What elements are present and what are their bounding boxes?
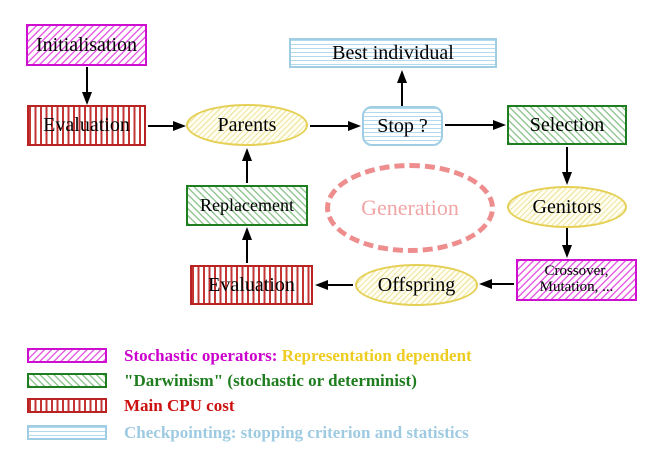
legend-label-stochastic-operators: Stochastic operators: Representation dep… — [124, 346, 472, 366]
arrow-replacement-to-parents-line — [246, 158, 248, 183]
node-genitors: Genitors — [507, 186, 627, 228]
legend-swatch-stochastic-operators — [27, 348, 107, 363]
node-replacement: Replacement — [186, 185, 308, 226]
node-mutation-label: Mutation, ... — [539, 279, 614, 295]
arrow-crossover-to-offspring-head — [479, 279, 492, 289]
arrow-evaluation-to-replacement-head — [242, 227, 252, 240]
node-replacement-label: Replacement — [200, 195, 294, 216]
legend-label-representation-dependent-text: Representation dependent — [281, 346, 472, 365]
arrow-parents-to-stop-head — [348, 121, 361, 131]
arrow-selection-to-genitors-line — [566, 147, 568, 175]
node-stop-label: Stop ? — [377, 114, 428, 137]
arrow-evaluation-to-replacement-line — [246, 237, 248, 263]
node-evaluation-bottom: Evaluation — [190, 265, 313, 305]
node-selection-label: Selection — [529, 113, 605, 136]
arrow-genitors-to-crossover-head — [562, 245, 572, 258]
node-parents: Parents — [186, 104, 308, 146]
arrow-init-to-evaluation-line — [86, 67, 88, 95]
node-initialisation-label: Initialisation — [35, 33, 138, 56]
legend-label-checkpointing: Checkpointing: stopping criterion and st… — [124, 423, 469, 442]
arrow-replacement-to-parents-head — [242, 148, 252, 161]
legend-label-stochastic-operators-text: Stochastic operators: — [124, 346, 278, 365]
legend-swatch-main-cpu-cost — [27, 398, 107, 413]
legend-swatch-checkpointing — [27, 425, 107, 440]
legend-swatch-darwinism — [27, 373, 107, 388]
node-selection: Selection — [507, 105, 627, 145]
legend-label-darwinism: "Darwinism" (stochastic or determinist) — [124, 371, 417, 390]
arrow-stop-to-selection-head — [493, 120, 506, 130]
node-best-individual-label: Best individual — [332, 41, 454, 64]
node-genitors-label: Genitors — [532, 195, 602, 218]
node-stop: Stop ? — [362, 106, 443, 146]
generation-label: Generation — [361, 195, 459, 220]
node-evaluation-top-label: Evaluation — [43, 114, 130, 136]
arrow-crossover-to-offspring-line — [491, 283, 514, 285]
node-offspring: Offspring — [355, 264, 478, 306]
arrow-parents-to-stop-line — [310, 125, 350, 127]
arrow-offspring-to-evaluation-head — [315, 280, 328, 290]
arrow-genitors-to-crossover-line — [566, 228, 568, 248]
arrow-stop-to-best-line — [401, 80, 403, 106]
arrow-init-to-evaluation-head — [82, 92, 92, 105]
arrow-evaluation-to-parents-line — [148, 125, 176, 127]
arrow-evaluation-to-parents-head — [173, 121, 186, 131]
arrow-selection-to-genitors-head — [562, 172, 572, 185]
node-evaluation-top: Evaluation — [27, 105, 146, 146]
arrow-stop-to-selection-line — [445, 124, 495, 126]
generation-cycle-ellipse: Generation — [325, 163, 495, 253]
node-crossover-mutation: Crossover, Mutation, ... — [516, 259, 637, 301]
arrow-stop-to-best-head — [397, 70, 407, 83]
arrow-offspring-to-evaluation-line — [327, 284, 353, 286]
node-initialisation: Initialisation — [26, 24, 147, 66]
node-parents-label: Parents — [217, 113, 277, 136]
node-offspring-label: Offspring — [377, 273, 456, 296]
node-best-individual: Best individual — [289, 38, 497, 68]
node-crossover-label: Crossover, — [544, 263, 609, 280]
node-evaluation-bottom-label: Evaluation — [208, 273, 295, 296]
legend-label-main-cpu-cost: Main CPU cost — [124, 396, 235, 415]
